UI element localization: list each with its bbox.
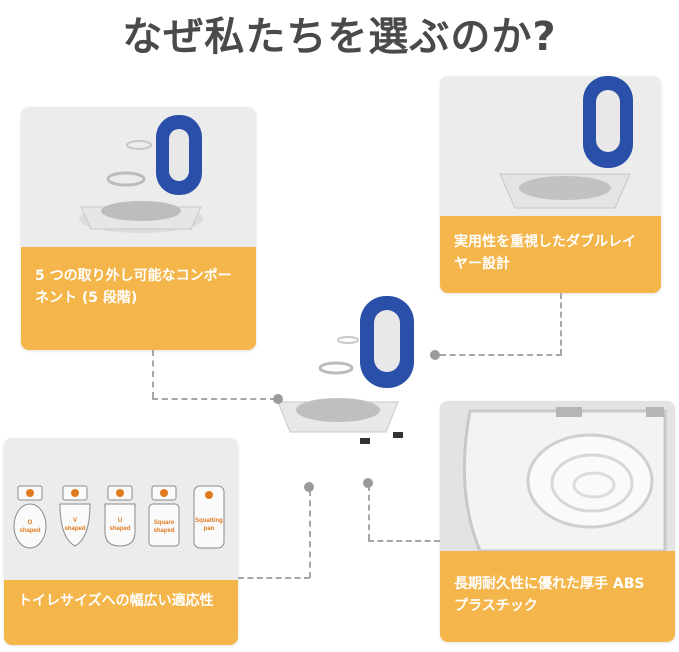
svg-text:shaped: shaped <box>64 526 85 532</box>
product-image <box>277 296 414 444</box>
toilet-v-shape-icon: V shaped <box>59 485 91 547</box>
toilet-squatting-pan-icon: Squatting pan <box>193 485 225 549</box>
connector-line <box>309 490 311 578</box>
connector-dot <box>304 482 314 492</box>
toilet-o-shape-icon: O shaped <box>13 485 47 549</box>
connector-line <box>368 485 370 540</box>
feature-caption: 実用性を重視したダブルレイヤー設計 <box>454 234 636 272</box>
feature-caption-box: 長期耐久性に優れた厚手 ABS プラスチック <box>440 551 675 642</box>
feature-card-compatibility: O shaped V shaped U shaped Square shaped <box>4 438 238 645</box>
svg-text:shaped: shaped <box>109 526 130 532</box>
svg-text:Square: Square <box>154 520 175 526</box>
connector-dot <box>430 350 440 360</box>
svg-text:shaped: shaped <box>19 528 40 534</box>
toilet-square-shape-icon: Square shaped <box>148 485 180 547</box>
feature-card-durability: 長期耐久性に優れた厚手 ABS プラスチック <box>440 401 675 642</box>
svg-text:Squatting: Squatting <box>195 518 223 524</box>
svg-text:pan: pan <box>204 526 215 532</box>
feature-caption-box: トイレサイズへの幅広い適応性 <box>4 580 238 645</box>
page-title: なぜ私たちを選ぶのか? <box>122 14 557 60</box>
feature-caption: 長期耐久性に優れた厚手 ABS プラスチック <box>454 576 645 614</box>
feature-caption-box: 実用性を重視したダブルレイヤー設計 <box>440 216 661 293</box>
svg-text:U: U <box>118 518 122 524</box>
feature-card-double-layer: 実用性を重視したダブルレイヤー設計 <box>440 76 661 293</box>
connector-line <box>440 354 562 356</box>
connector-dot <box>363 478 373 488</box>
connector-line <box>152 398 276 400</box>
feature-caption: 5 つの取り外し可能なコンポーネント (5 段階) <box>35 268 232 306</box>
connector-line <box>238 577 310 579</box>
svg-text:shaped: shaped <box>153 528 174 534</box>
feature-caption: トイレサイズへの幅広い適応性 <box>18 593 214 609</box>
svg-text:O: O <box>28 520 33 526</box>
connector-dot <box>273 394 283 404</box>
potty-exploded-icon <box>79 115 203 233</box>
toilet-u-shape-icon: U shaped <box>104 485 136 547</box>
connector-line <box>152 350 154 398</box>
feature-card-removable: 5 つの取り外し可能なコンポーネント (5 段階) <box>21 107 256 350</box>
toilet-shapes-icon: O shaped V shaped U shaped Square shaped <box>13 485 225 549</box>
feature-caption-box: 5 つの取り外し可能なコンポーネント (5 段階) <box>21 247 256 350</box>
svg-text:V: V <box>73 518 77 524</box>
connector-line <box>560 293 562 355</box>
plastic-closeup-icon <box>440 401 675 551</box>
potty-tray-icon <box>499 76 633 209</box>
connector-line <box>368 540 440 542</box>
